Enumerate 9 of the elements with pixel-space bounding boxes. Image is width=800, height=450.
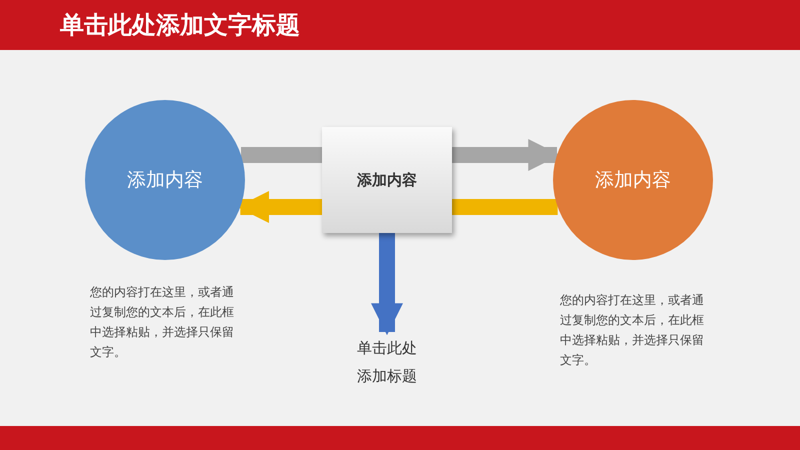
circle-node: 添加内容 (553, 100, 713, 260)
node-label: 单击此处添加标题 (356, 338, 418, 387)
slide-title: 单击此处添加文字标题 (60, 10, 300, 41)
arrow (237, 191, 322, 223)
description-text: 您的内容打在这里，或者通过复制您的文本后，在此框中选择粘贴，并选择只保留文字。 (560, 292, 705, 369)
process-box: 添加内容 (322, 127, 452, 233)
description-text: 您的内容打在这里，或者通过复制您的文本后，在此框中选择粘贴，并选择只保留文字。 (90, 284, 235, 361)
arrow (371, 233, 403, 336)
circle-node: 添加内容 (85, 100, 245, 260)
